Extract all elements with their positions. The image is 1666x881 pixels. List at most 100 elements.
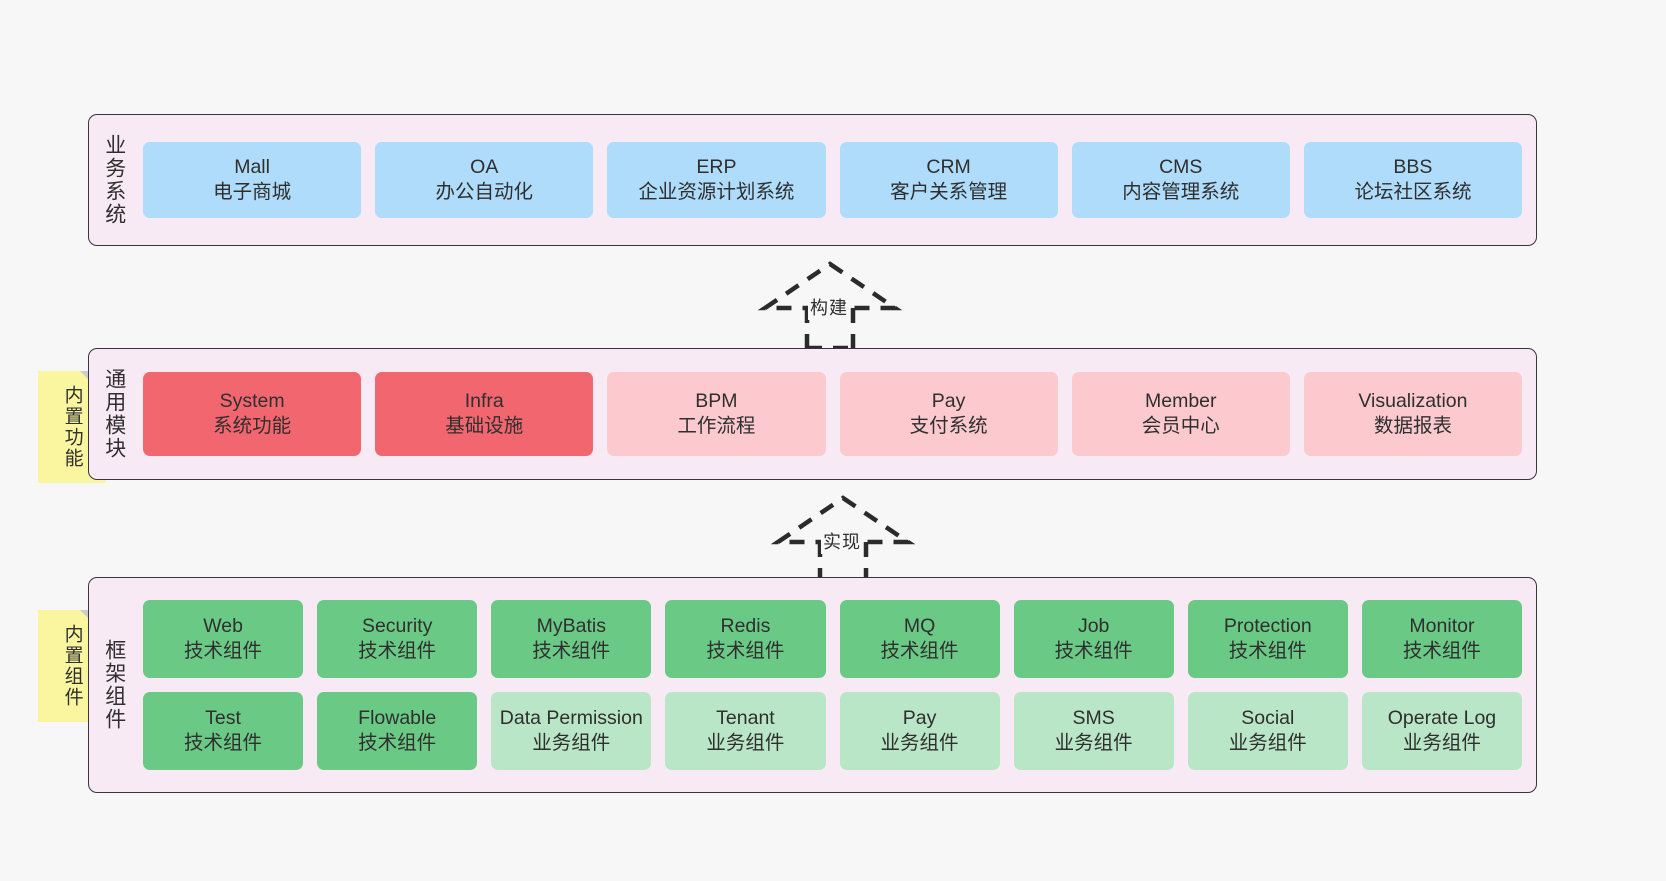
card-pay-component[interactable]: Pay 业务组件 (839, 692, 1000, 770)
connector-implement-label: 实现 (821, 528, 863, 554)
card-title: Redis (720, 615, 771, 638)
card-row: Web 技术组件 Security 技术组件 MyBatis 技术组件 Redi… (143, 600, 1522, 678)
card-subtitle: 技术组件 (532, 640, 611, 662)
card-bbs[interactable]: BBS 论坛社区系统 (1303, 142, 1523, 218)
card-visualization[interactable]: Visualization 数据报表 (1303, 372, 1523, 456)
card-system[interactable]: System 系统功能 (143, 372, 362, 456)
layer-common-module: 通用模块 System 系统功能 Infra 基础设施 BPM 工作流程 Pay… (88, 348, 1537, 480)
card-subtitle: 数据报表 (1373, 415, 1452, 437)
card-title: BPM (695, 390, 738, 413)
layer-business-system: 业务系统 Mall 电子商城 OA 办公自动化 ERP 企业资源计划系统 CRM… (88, 114, 1537, 246)
card-subtitle: 企业资源计划系统 (638, 181, 795, 203)
card-subtitle: 办公自动化 (435, 181, 534, 203)
card-title: BBS (1393, 156, 1433, 179)
card-mall[interactable]: Mall 电子商城 (143, 142, 362, 218)
card-title: Social (1241, 707, 1295, 730)
card-subtitle: 业务组件 (1054, 732, 1133, 754)
card-test[interactable]: Test 技术组件 (143, 692, 304, 770)
card-subtitle: 业务组件 (880, 732, 959, 754)
card-subtitle: 业务组件 (1402, 732, 1481, 754)
card-title: MQ (903, 615, 936, 638)
card-subtitle: 技术组件 (1054, 640, 1133, 662)
card-subtitle: 基础设施 (445, 415, 524, 437)
connector-build: 构建 (755, 258, 905, 351)
card-title: Tenant (716, 707, 775, 730)
card-subtitle: 业务组件 (706, 732, 785, 754)
layer-title-business-system: 业务系统 (102, 134, 126, 226)
card-mybatis[interactable]: MyBatis 技术组件 (491, 600, 652, 678)
card-erp[interactable]: ERP 企业资源计划系统 (607, 142, 826, 218)
card-subtitle: 技术组件 (184, 732, 263, 754)
layer-body-framework-component: Web 技术组件 Security 技术组件 MyBatis 技术组件 Redi… (139, 578, 1536, 792)
card-subtitle: 业务组件 (532, 732, 611, 754)
card-subtitle: 业务组件 (1228, 732, 1307, 754)
layer-framework-component: 框架组件 Web 技术组件 Security 技术组件 MyBatis 技术组件… (88, 577, 1537, 793)
card-title: Web (203, 615, 243, 638)
connector-implement: 实现 (768, 492, 918, 585)
card-sms[interactable]: SMS 业务组件 (1013, 692, 1174, 770)
card-subtitle: 电子商城 (213, 181, 292, 203)
card-oa[interactable]: OA 办公自动化 (375, 142, 594, 218)
card-subtitle: 论坛社区系统 (1354, 181, 1472, 203)
card-cms[interactable]: CMS 内容管理系统 (1071, 142, 1290, 218)
card-infra[interactable]: Infra 基础设施 (375, 372, 594, 456)
card-title: CRM (926, 156, 971, 179)
connector-build-label: 构建 (808, 294, 850, 320)
card-title: Monitor (1409, 615, 1475, 638)
card-mq[interactable]: MQ 技术组件 (839, 600, 1000, 678)
card-title: MyBatis (536, 615, 606, 638)
card-title: Job (1077, 615, 1110, 638)
card-security[interactable]: Security 技术组件 (317, 600, 478, 678)
card-subtitle: 技术组件 (358, 640, 437, 662)
layer-body-common-module: System 系统功能 Infra 基础设施 BPM 工作流程 Pay 支付系统… (139, 349, 1536, 479)
card-title: Pay (902, 707, 937, 730)
card-subtitle: 支付系统 (909, 415, 988, 437)
card-title: Test (205, 707, 241, 730)
card-subtitle: 技术组件 (880, 640, 959, 662)
card-row: System 系统功能 Infra 基础设施 BPM 工作流程 Pay 支付系统… (143, 372, 1523, 456)
card-operate-log[interactable]: Operate Log 业务组件 (1361, 692, 1522, 770)
card-title: Visualization (1358, 390, 1468, 413)
card-subtitle: 技术组件 (184, 640, 263, 662)
card-title: Data Permission (499, 707, 643, 730)
card-row: Mall 电子商城 OA 办公自动化 ERP 企业资源计划系统 CRM 客户关系… (143, 142, 1523, 218)
card-subtitle: 技术组件 (706, 640, 785, 662)
card-crm[interactable]: CRM 客户关系管理 (839, 142, 1058, 218)
card-title: Protection (1223, 615, 1312, 638)
card-protection[interactable]: Protection 技术组件 (1187, 600, 1348, 678)
card-title: Security (361, 615, 433, 638)
card-subtitle: 工作流程 (677, 415, 756, 437)
card-bpm[interactable]: BPM 工作流程 (607, 372, 826, 456)
card-title: SMS (1072, 707, 1115, 730)
sticky-note-label: 内置组件 (61, 624, 83, 708)
card-title: Infra (464, 390, 504, 413)
card-data-permission[interactable]: Data Permission 业务组件 (491, 692, 652, 770)
card-subtitle: 技术组件 (1402, 640, 1481, 662)
card-redis[interactable]: Redis 技术组件 (665, 600, 826, 678)
card-flowable[interactable]: Flowable 技术组件 (317, 692, 478, 770)
card-subtitle: 会员中心 (1141, 415, 1220, 437)
card-member[interactable]: Member 会员中心 (1071, 372, 1290, 456)
sticky-note-label: 内置功能 (61, 385, 83, 469)
card-title: ERP (696, 156, 737, 179)
card-title: System (219, 390, 285, 413)
layer-title-common-module: 通用模块 (102, 368, 126, 460)
card-pay[interactable]: Pay 支付系统 (839, 372, 1058, 456)
card-title: Mall (234, 156, 270, 179)
card-job[interactable]: Job 技术组件 (1013, 600, 1174, 678)
card-title: Flowable (358, 707, 437, 730)
card-web[interactable]: Web 技术组件 (143, 600, 304, 678)
card-social[interactable]: Social 业务组件 (1187, 692, 1348, 770)
card-subtitle: 技术组件 (1228, 640, 1307, 662)
card-title: Operate Log (1387, 707, 1497, 730)
card-monitor[interactable]: Monitor 技术组件 (1361, 600, 1522, 678)
layer-body-business-system: Mall 电子商城 OA 办公自动化 ERP 企业资源计划系统 CRM 客户关系… (139, 115, 1536, 245)
card-title: CMS (1159, 156, 1203, 179)
card-subtitle: 技术组件 (358, 732, 437, 754)
card-title: OA (470, 156, 499, 179)
card-title: Pay (931, 390, 966, 413)
card-tenant[interactable]: Tenant 业务组件 (665, 692, 826, 770)
card-subtitle: 系统功能 (213, 415, 292, 437)
card-title: Member (1145, 390, 1217, 413)
